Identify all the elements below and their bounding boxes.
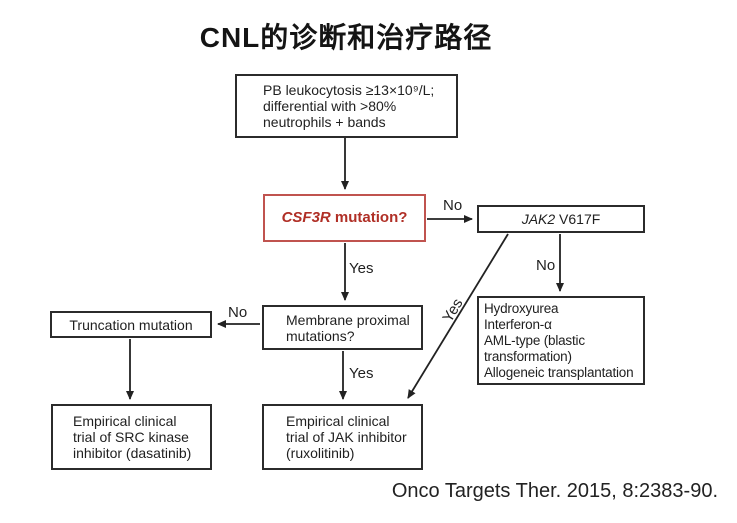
edge-label-yes-csf3r: Yes — [349, 260, 374, 277]
src-trial-line-3: inhibitor (dasatinib) — [73, 445, 192, 461]
jak-trial-line-1: Empirical clinical — [286, 413, 390, 429]
csf3r-gene-name: CSF3R — [281, 209, 331, 226]
csf3r-mutation-box: CSF3R mutation? — [263, 194, 426, 242]
membrane-line-2: mutations? — [286, 327, 355, 344]
edge-label-yes-jak2-diagonal: Yes — [439, 295, 467, 326]
jak2-v617f-box: JAK2 V617F — [477, 205, 645, 233]
truncation-mutation-box: Truncation mutation — [50, 311, 212, 338]
src-trial-line-2: trial of SRC kinase — [73, 429, 189, 445]
treatment-line-5: Allogeneic transplantation — [484, 364, 634, 380]
criteria-line-1: PB leukocytosis ≥13×10⁹/L; — [263, 82, 435, 98]
csf3r-mutation-label: CSF3R mutation? — [282, 210, 408, 226]
jak2-gene-name: JAK2 — [521, 211, 556, 227]
truncation-label: Truncation mutation — [69, 316, 193, 333]
jak-trial-line-3: (ruxolitinib) — [286, 445, 355, 461]
jak2-variant-text: V617F — [555, 211, 601, 227]
src-trial-line-1: Empirical clinical — [73, 413, 177, 429]
criteria-line-2: differential with >80% — [263, 98, 397, 114]
membrane-line-1: Membrane proximal — [286, 311, 410, 328]
edge-label-no-membrane: No — [228, 304, 248, 321]
jak-trial-line-2: trial of JAK inhibitor — [286, 429, 407, 445]
edge-label-yes-membrane: Yes — [349, 365, 374, 382]
criteria-box: PB leukocytosis ≥13×10⁹/L; differential … — [235, 74, 458, 138]
treatment-options-box: Hydroxyurea Interferon-α AML-type (blast… — [477, 296, 645, 385]
src-trial-box: Empirical clinical trial of SRC kinase i… — [51, 404, 212, 470]
jak-trial-box: Empirical clinical trial of JAK inhibito… — [262, 404, 423, 470]
citation-text: Onco Targets Ther. 2015, 8:2383-90. — [391, 480, 718, 502]
csf3r-question-text: mutation? — [330, 209, 408, 226]
page-title: CNL的诊断和治疗路径 — [199, 22, 493, 53]
treatment-line-1: Hydroxyurea — [484, 300, 559, 316]
treatment-line-4: transformation) — [484, 348, 572, 364]
treatment-line-3: AML-type (blastic — [484, 332, 585, 348]
edge-label-no-csf3r: No — [443, 197, 463, 214]
criteria-line-3: neutrophils + bands — [263, 114, 386, 130]
treatment-line-2: Interferon-α — [484, 316, 552, 332]
edge-label-no-jak2: No — [536, 257, 556, 274]
membrane-proximal-box: Membrane proximal mutations? — [262, 305, 423, 350]
jak2-v617f-label: JAK2 V617F — [522, 211, 601, 227]
